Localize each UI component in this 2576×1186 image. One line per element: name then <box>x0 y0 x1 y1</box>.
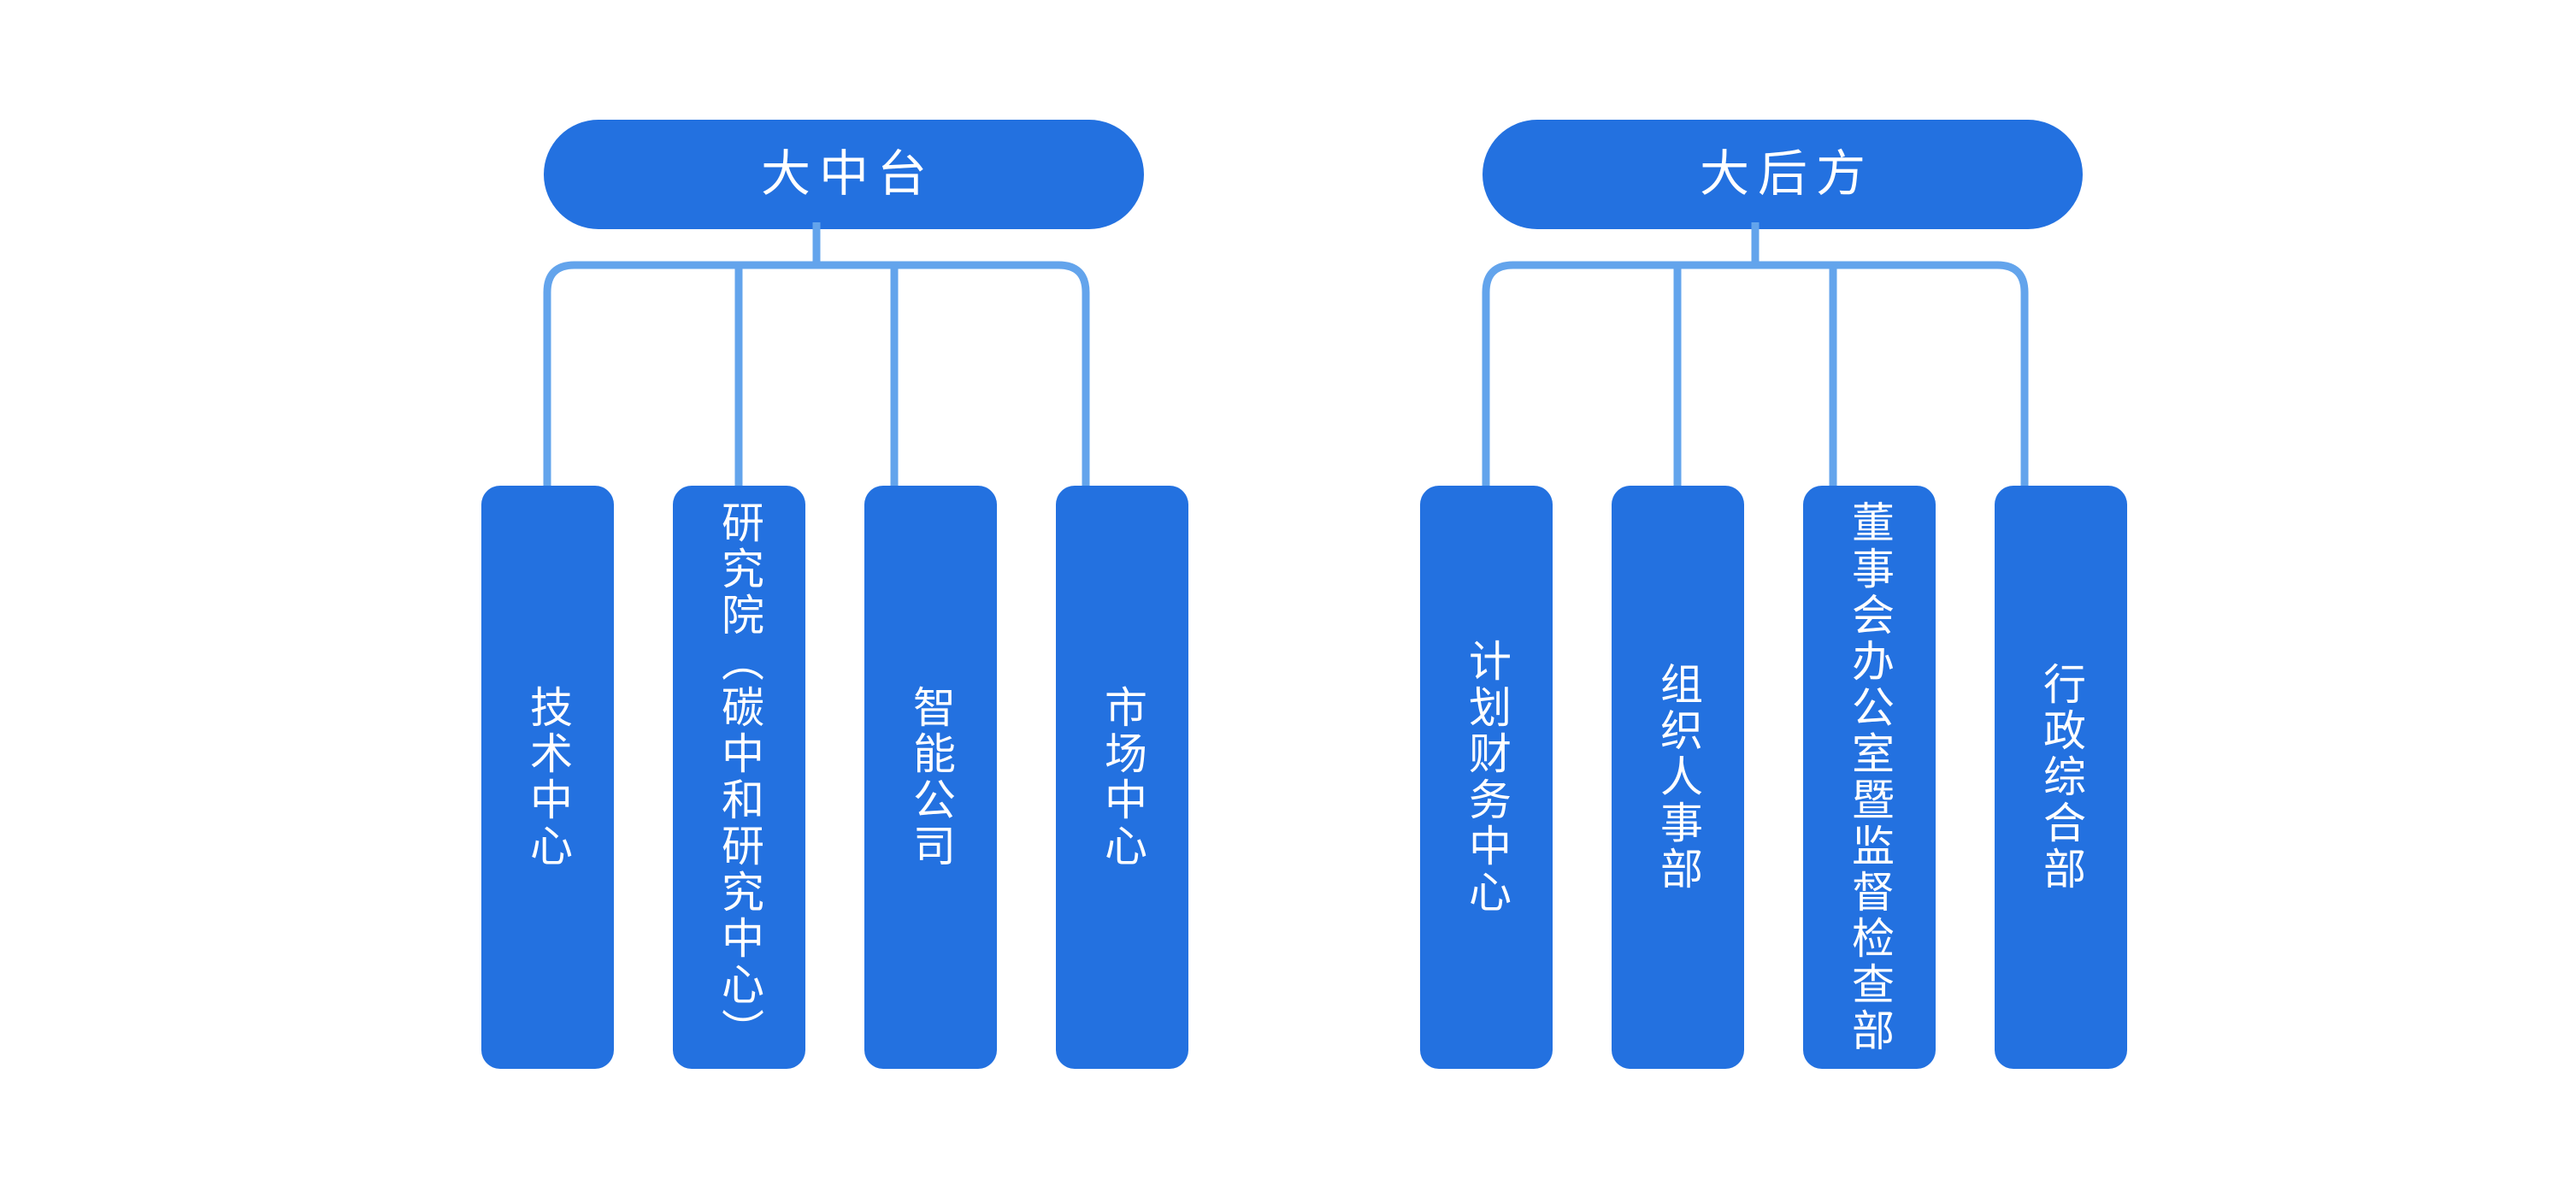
children-row-group-0: 技术中心 研究院（碳中和研究中心） 智能公司 市场中心 <box>475 486 1188 1069</box>
org-node-label: 技术中心 <box>524 685 572 870</box>
connector-bus <box>543 261 1090 486</box>
org-node-label: 计划财务中心 <box>1463 639 1511 916</box>
org-node-box[interactable]: 市场中心 <box>1056 486 1188 1069</box>
org-node-label: 市场中心 <box>1099 685 1147 870</box>
org-group-da-zhong-tai: 大中台 技术中心 研究院（碳中和研究中心） 智能公司 市场中心 <box>475 0 1188 1186</box>
org-node-box[interactable]: 组织人事部 <box>1612 486 1744 1069</box>
org-node-box[interactable]: 技术中心 <box>481 486 614 1069</box>
group-header-node-1[interactable]: 大后方 <box>1483 120 2083 229</box>
org-node-label: 组织人事部 <box>1654 662 1702 893</box>
group-header-label: 大后方 <box>1699 146 1874 202</box>
connector-lines-group-1 <box>1482 222 2029 486</box>
connector-bus <box>1482 261 2029 486</box>
connector-lines-group-0 <box>543 222 1090 486</box>
org-node-box[interactable]: 董事会办公室暨监督检查部 <box>1803 486 1936 1069</box>
org-node-label: 行政综合部 <box>2037 662 2085 893</box>
org-node-label: 智能公司 <box>907 685 955 870</box>
org-node-box[interactable]: 研究院（碳中和研究中心） <box>673 486 805 1069</box>
org-node-box[interactable]: 计划财务中心 <box>1420 486 1553 1069</box>
children-row-group-1: 计划财务中心 组织人事部 董事会办公室暨监督检查部 行政综合部 <box>1413 486 2127 1069</box>
org-node-box[interactable]: 智能公司 <box>864 486 997 1069</box>
org-node-label: 董事会办公室暨监督检查部 <box>1846 500 1894 1054</box>
org-node-box[interactable]: 行政综合部 <box>1995 486 2127 1069</box>
org-node-label: 研究院（碳中和研究中心） <box>716 500 763 1054</box>
group-header-node-0[interactable]: 大中台 <box>544 120 1144 229</box>
org-group-da-hou-fang: 大后方 计划财务中心 组织人事部 董事会办公室暨监督检查部 行政综合部 <box>1413 0 2127 1186</box>
group-header-label: 大中台 <box>760 146 935 202</box>
